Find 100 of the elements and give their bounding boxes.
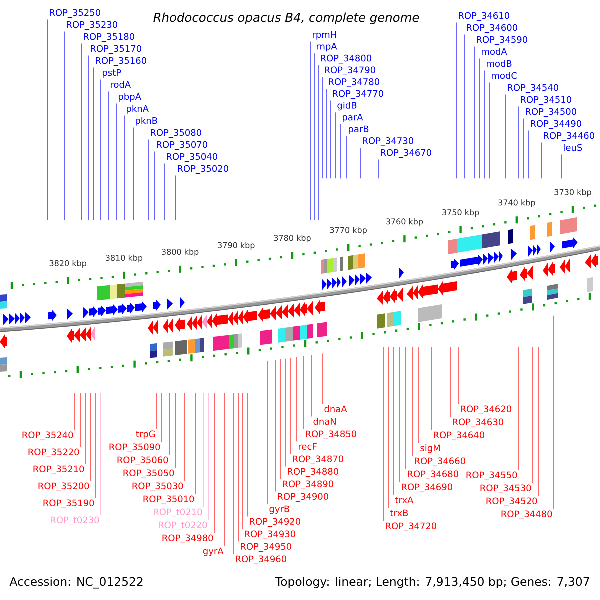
leader-line (484, 70, 486, 179)
gene-label: ROP_35090 (110, 444, 160, 453)
gene-label: ROP_34980 (162, 534, 214, 544)
gene-label: ROP_34540 (508, 84, 558, 94)
leader-line (100, 80, 102, 220)
gene-label: ROP_34770 (333, 90, 384, 100)
gene-label: parB (349, 126, 369, 134)
gene-label: gyrA (203, 548, 224, 556)
gene-label: ROP_34850 (306, 430, 356, 440)
leader-line (458, 347, 460, 404)
scale-label: 3790 kbp (218, 242, 255, 250)
leader-line (154, 152, 156, 220)
gene-label: ROP_34460 (544, 132, 594, 142)
gene-label: ROP_34870 (293, 456, 344, 465)
gene-label: ROP_t0210 (154, 508, 202, 518)
gene-label: ROP_35050 (124, 470, 174, 479)
leader-line (90, 393, 92, 482)
leader-line (314, 53, 316, 220)
leader-line (184, 393, 186, 482)
gene-label: leuS (564, 144, 582, 152)
gene-label: ROP_34730 (363, 138, 414, 146)
gene-label: ROP_34620 (461, 406, 512, 415)
gene-label: trxA (395, 496, 414, 504)
gene-label: ROP_34950 (241, 543, 292, 552)
gene-label: ROP_35020 (178, 165, 228, 174)
gene-label: ROP_34480 (502, 510, 552, 520)
leader-line (310, 42, 312, 220)
leader-line (464, 34, 466, 179)
gene-label: modC (492, 72, 517, 80)
leader-line (330, 100, 332, 179)
gene-label: recF (299, 443, 317, 450)
gene-label: modA (482, 48, 508, 56)
scale-label: 3820 kbp (50, 260, 86, 268)
leader-line (164, 164, 166, 220)
leader-line (100, 393, 102, 516)
gene-label: sigM (420, 444, 440, 454)
title: Rhodococcus opacus B4, complete genome (154, 12, 420, 25)
gene-label: ROP_t0230 (50, 516, 100, 526)
gene-label: pstP (103, 69, 122, 78)
gene-label: ROP_35080 (151, 129, 202, 138)
leader-line (518, 106, 520, 179)
leader-line (80, 393, 82, 448)
leader-line (450, 347, 452, 418)
gene-label: ROP_34880 (288, 468, 338, 478)
leader-line (322, 353, 324, 404)
leader-line (528, 130, 530, 179)
leader-line (242, 393, 244, 530)
gene-label: ROP_35210 (34, 466, 84, 475)
gene-label: ROP_35040 (167, 153, 218, 162)
gene-label: gidB (338, 102, 357, 111)
gene-label: ROP_34890 (283, 480, 334, 490)
gene-label: ROP_35070 (157, 141, 208, 150)
leader-line (318, 65, 320, 220)
gene-label: rnpA (317, 43, 338, 52)
gene-label: ROP_34640 (434, 432, 484, 441)
leader-line (74, 393, 76, 430)
leader-line (148, 140, 150, 220)
gene-label: gyrB (270, 506, 290, 514)
scale-label: 3810 kbp (106, 254, 143, 263)
leader-line (108, 92, 110, 220)
scale-label: 3760 kbp (386, 218, 424, 226)
leader-line (290, 358, 292, 454)
gene-label: ROP_34520 (486, 498, 538, 507)
scale-label: 3780 kbp (274, 234, 311, 243)
leader-line (88, 56, 90, 220)
leader-line (322, 76, 324, 179)
gene-label: ROP_35160 (96, 57, 146, 66)
leader-line (360, 148, 362, 179)
gene-label: ROP_34510 (521, 96, 572, 106)
gene-label: ROP_t0220 (158, 522, 208, 531)
leader-line (116, 104, 118, 220)
gene-label: pknA (127, 105, 149, 114)
gene-label: ROP_34530 (480, 484, 532, 494)
gene-label: ROP_34960 (236, 556, 286, 565)
gene-label: ROP_35180 (84, 33, 134, 42)
leader-line (532, 347, 534, 484)
leader-line (474, 46, 476, 179)
gene-label: rpmH (313, 31, 336, 40)
leader-line (208, 393, 210, 520)
leader-line (412, 347, 414, 456)
scale-label: 3740 kbp (498, 200, 536, 208)
gene-label: trpG (136, 430, 156, 440)
footer-text: Accession: NC_012522 (10, 577, 143, 589)
gene-label: ROP_35170 (91, 45, 142, 54)
gene-label: pknB (136, 117, 158, 126)
gene-label: ROP_34680 (408, 470, 458, 480)
scale-label: 3750 kbp (442, 209, 480, 218)
gene-label: ROP_35200 (38, 482, 90, 492)
gene-label: ROP_34490 (531, 120, 582, 130)
gene-label: ROP_35030 (132, 482, 184, 492)
gene-label: ROP_35220 (28, 448, 80, 458)
gene-label: ROP_34720 (386, 522, 436, 532)
gene-label: dnaN (314, 418, 336, 426)
gene-label: ROP_34660 (415, 458, 466, 467)
gene-label: ROP_34920 (250, 518, 300, 528)
leader-line (538, 347, 540, 496)
leader-line (280, 359, 282, 480)
gene-label: pbpA (119, 93, 142, 102)
gene-label: ROP_34500 (526, 108, 576, 118)
gene-label: ROP_34800 (321, 54, 372, 64)
